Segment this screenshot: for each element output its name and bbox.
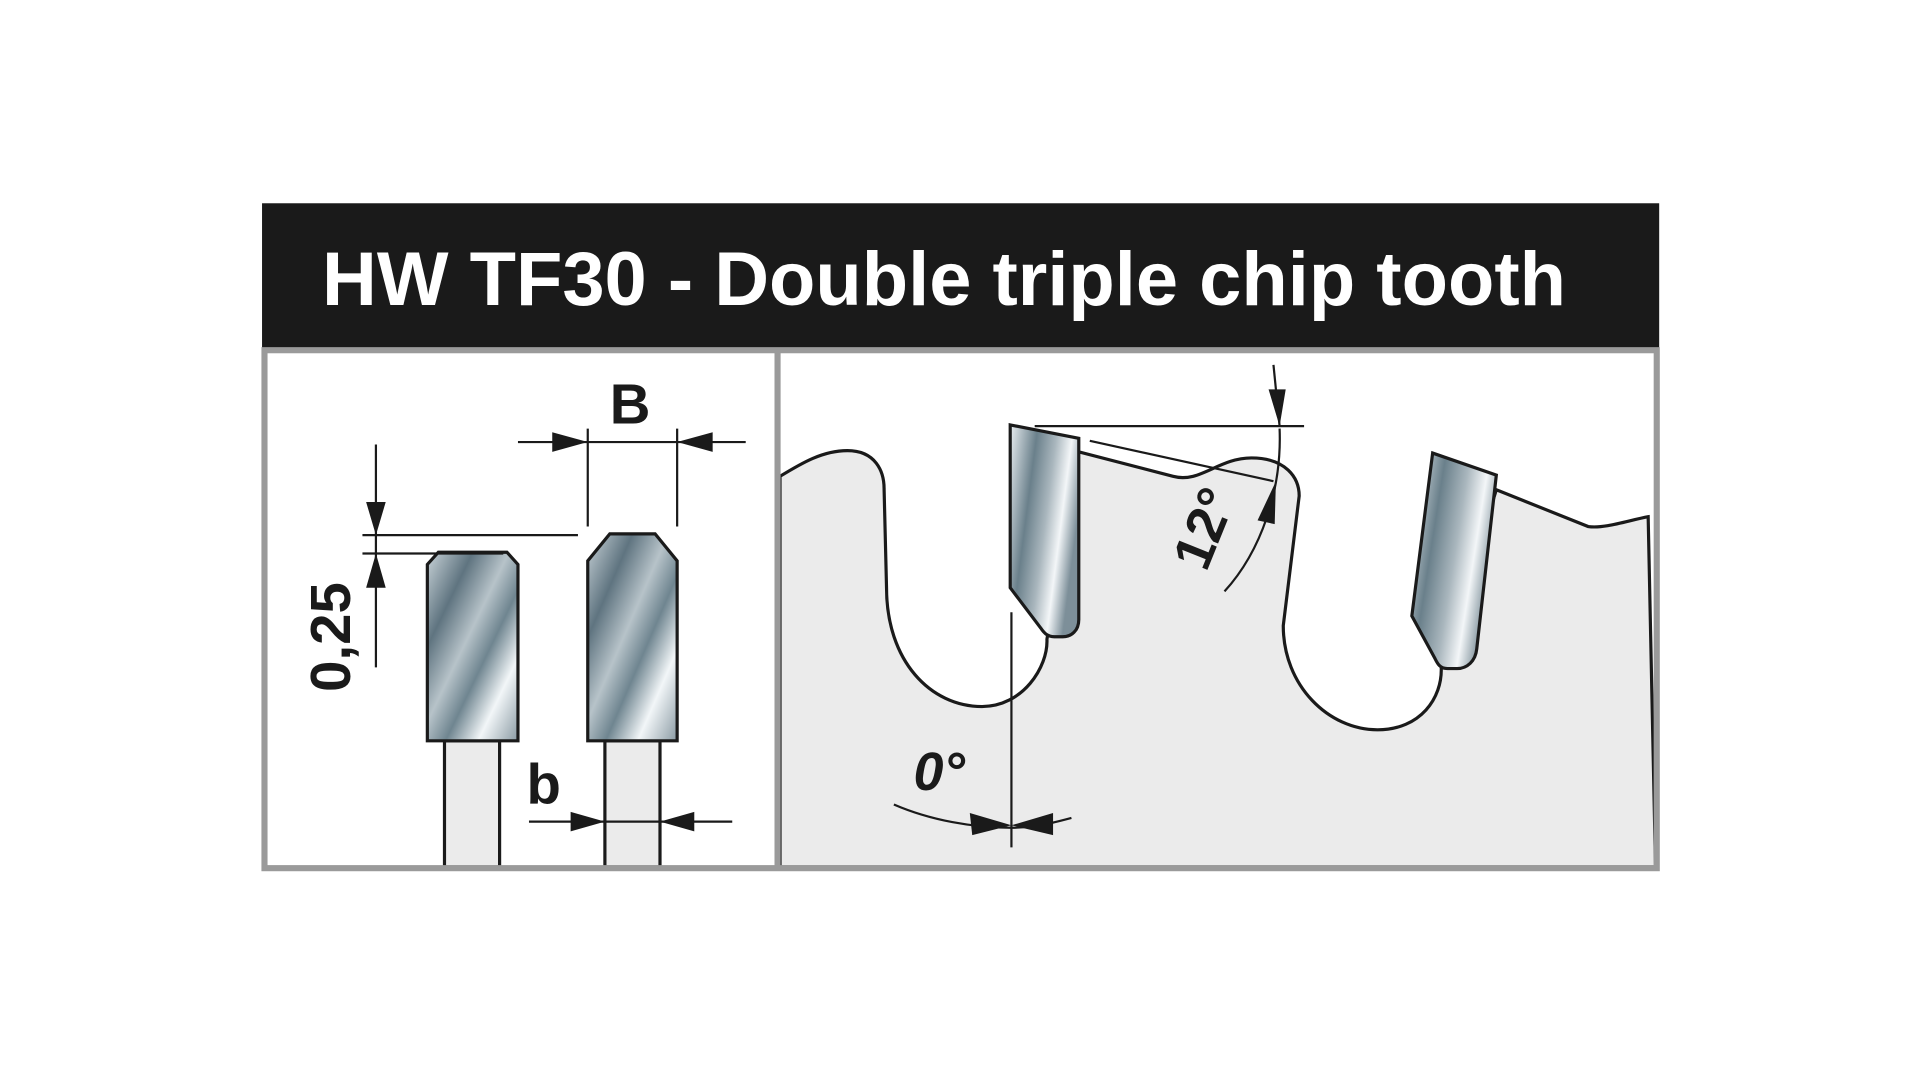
arrow-left-icon <box>1011 813 1054 836</box>
right-panel-side-view: 12° 0° <box>778 350 1658 870</box>
arrow-left-icon <box>677 432 713 452</box>
blade-body-2 <box>603 739 662 869</box>
carbide-tooth-1 <box>1008 422 1081 639</box>
carbide-tooth-2 <box>1410 450 1499 671</box>
width-b-dimension: b <box>527 752 733 832</box>
blade-body-1 <box>442 739 502 869</box>
arrow-down-icon <box>1268 389 1286 427</box>
width-B-dimension: B <box>517 373 746 527</box>
trapezoid-tooth <box>586 532 679 743</box>
arrow-right-icon <box>969 813 1012 836</box>
arrow-right-icon <box>552 432 588 452</box>
hook-angle-label: 0° <box>913 742 965 802</box>
arrow-down-icon <box>366 502 386 536</box>
flat-tooth <box>425 550 520 743</box>
width-B-label: B <box>610 373 651 436</box>
arrow-left-icon <box>660 811 695 832</box>
height-diff-label: 0,25 <box>299 582 362 692</box>
height-dimension: 0,25 <box>299 444 578 692</box>
arrow-up-icon <box>366 553 386 588</box>
arrow-up-icon <box>1257 481 1276 525</box>
left-panel-front-view: 0,25 B b <box>264 350 777 870</box>
saw-blade-profile <box>778 449 1658 869</box>
arrow-right-icon <box>570 811 605 832</box>
header-bar: HW TF30 - Double triple chip tooth <box>262 203 1660 351</box>
panel-frame <box>261 347 1660 872</box>
width-b-label: b <box>527 752 561 815</box>
hook-angle-dimension: 0° <box>893 612 1072 848</box>
diagram-title: HW TF30 - Double triple chip tooth <box>322 237 1566 322</box>
